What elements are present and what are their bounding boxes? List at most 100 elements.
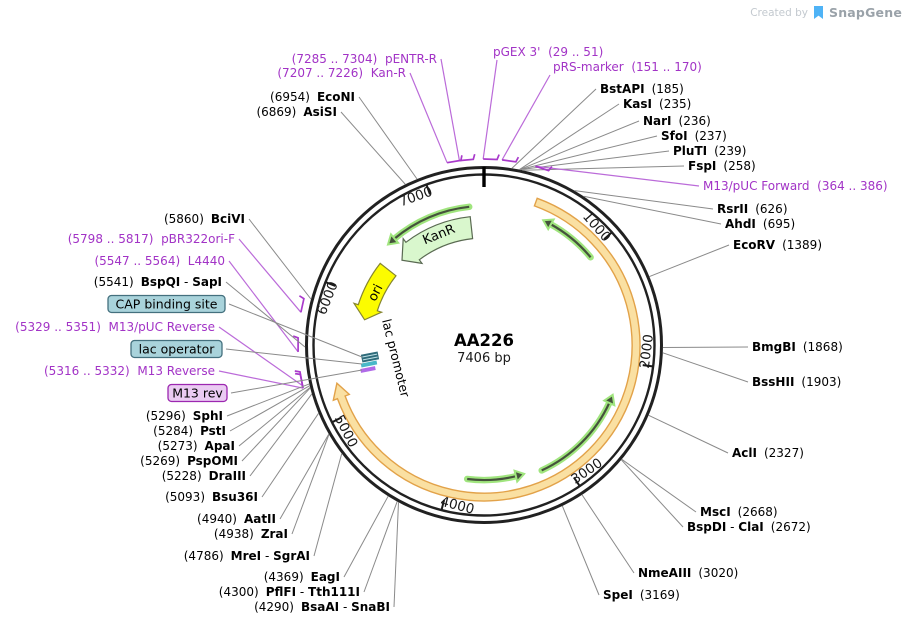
label-aatii[interactable]: (4940)AatII — [197, 512, 276, 526]
primer-site-mark-prs-marker — [501, 156, 520, 163]
label-bspqi-sapi[interactable]: (5541)BspQI - SapI — [94, 275, 222, 289]
leader-line-zrai — [291, 434, 330, 535]
mini-bar — [360, 360, 378, 368]
tick-mark — [603, 231, 613, 240]
mini-feature-box[interactable] — [360, 360, 378, 368]
primer-site-mark-l4440 — [292, 335, 299, 352]
ori-feature[interactable] — [352, 262, 397, 321]
mini-stripe — [362, 356, 378, 361]
green-arrow-2[interactable] — [467, 475, 517, 482]
watermark-brand: SnapGene — [829, 5, 902, 20]
green-arrow-3[interactable] — [393, 205, 470, 240]
tick-label-2000: 2000 — [637, 333, 657, 369]
label-msci[interactable]: MscI(2668) — [700, 505, 778, 519]
label-pluti[interactable]: PluTI(239) — [673, 144, 746, 158]
label-pgex-3[interactable]: pGEX 3' (29 .. 51) — [493, 45, 603, 59]
mini-feature-box[interactable] — [360, 351, 380, 363]
leader-line-aatii — [279, 433, 330, 520]
label-prs-marker[interactable]: pRS-marker (151 .. 170) — [553, 60, 702, 74]
label-pbr322ori-f[interactable]: (5798 .. 5817) pBR322ori-F — [68, 232, 235, 246]
leader-line-lac-operator — [225, 348, 363, 365]
ori-label: ori — [365, 282, 386, 304]
feature-box-label-lac-operator: lac operator — [139, 342, 216, 357]
label-pflfi-tth111i[interactable]: (4300)PflFI - Tth111I — [219, 585, 360, 599]
label-econi[interactable]: (6954)EcoNI — [270, 90, 355, 104]
leader-line-pluti — [519, 150, 670, 171]
label-psti[interactable]: (5284)PstI — [153, 424, 226, 438]
label-fspi[interactable]: FspI(258) — [688, 159, 756, 173]
leader-line-m13-puc-forward — [535, 165, 700, 187]
label-nari[interactable]: NarI(236) — [643, 114, 711, 128]
watermark: Created by SnapGene — [750, 5, 902, 20]
label-rsrii[interactable]: RsrII(626) — [717, 202, 788, 216]
label-bsu36i[interactable]: (5093)Bsu36I — [165, 490, 258, 504]
label-zrai[interactable]: (4938)ZraI — [214, 527, 288, 541]
label-pentr-r[interactable]: (7285 .. 7304) pENTR-R — [292, 52, 437, 66]
green-arrow-0[interactable] — [549, 223, 592, 258]
leader-lines-layer — [218, 58, 749, 608]
green-arrow-1[interactable] — [541, 401, 611, 472]
leader-line-m13-reverse — [218, 370, 304, 389]
leader-line-psti — [229, 385, 310, 432]
mini-feature-box[interactable] — [360, 366, 376, 373]
label-bmgbi[interactable]: BmgBI(1868) — [752, 340, 843, 354]
leader-line-bstapi — [511, 88, 597, 169]
label-ecorv[interactable]: EcoRV(1389) — [733, 238, 822, 252]
label-bcivi[interactable]: (5860)BciVI — [164, 212, 245, 226]
leader-line-pflfi-tth111i — [363, 501, 398, 593]
tick-mark — [440, 499, 446, 510]
label-pspomi[interactable]: (5269)PspOMI — [140, 454, 238, 468]
green-arrowhead-icon — [513, 469, 526, 484]
label-bspdi-clai[interactable]: BspDI - ClaI(2672) — [687, 520, 811, 534]
feature-box-cap-binding-site[interactable] — [107, 294, 226, 314]
kanr-feature[interactable] — [401, 216, 474, 265]
label-draiii[interactable]: (5228)DraIII — [162, 469, 246, 483]
leader-line-nari — [519, 120, 640, 171]
snapgene-logo-icon — [814, 5, 823, 19]
label-sphi[interactable]: (5296)SphI — [146, 409, 223, 423]
label-nmeaiii[interactable]: NmeAIII(3020) — [638, 566, 738, 580]
leader-line-pentr-r — [440, 58, 461, 161]
label-asisi[interactable]: (6869)AsiSI — [256, 105, 337, 119]
leader-line-bsaai-snabi — [393, 502, 399, 608]
watermark-created-by: Created by — [750, 6, 808, 19]
label-m13-reverse[interactable]: (5316 .. 5332) M13 Reverse — [44, 364, 215, 378]
leader-line-bmgbi — [662, 346, 749, 349]
tick-mark — [332, 416, 342, 423]
leader-line-sphi — [226, 383, 310, 417]
leader-line-bspdi-clai — [620, 459, 684, 528]
tick-mark — [325, 281, 336, 287]
label-mrei-sgrai[interactable]: (4786)MreI - SgrAI — [184, 549, 310, 563]
feature-box-lac-operator[interactable] — [130, 339, 223, 359]
leader-line-mrei-sgrai — [313, 453, 343, 557]
label-kasi[interactable]: KasI(235) — [623, 97, 691, 111]
label-acli[interactable]: AclI(2327) — [732, 446, 804, 460]
leader-line-econi — [358, 96, 418, 180]
orf-arc-feature[interactable] — [332, 197, 641, 502]
label-sfoi[interactable]: SfoI(237) — [661, 129, 727, 143]
tick-mark — [425, 184, 431, 195]
label-apai[interactable]: (5273)ApaI — [158, 439, 235, 453]
label-bsaai-snabi[interactable]: (4290)BsaAI - SnaBI — [254, 600, 390, 614]
primer-site-mark-m13-puc-forward — [535, 165, 553, 172]
leader-line-l4440 — [228, 260, 299, 353]
plasmid-size: 7406 bp — [457, 351, 511, 366]
label-ahdi[interactable]: AhdI(695) — [725, 217, 795, 231]
label-bstapi[interactable]: BstAPI(185) — [600, 82, 684, 96]
label-kan-r[interactable]: (7207 .. 7226) Kan-R — [277, 66, 406, 80]
label-m13-puc-reverse[interactable]: (5329 .. 5351) M13/pUC Reverse — [15, 320, 215, 334]
label-m13-puc-forward[interactable]: M13/pUC Forward (364 .. 386) — [703, 179, 888, 193]
leader-line-apai — [238, 386, 311, 447]
label-eagi[interactable]: (4369)EagI — [264, 570, 340, 584]
green-arrowhead-icon — [541, 218, 556, 232]
label-spei[interactable]: SpeI(3169) — [603, 588, 680, 602]
leader-line-spei — [561, 505, 600, 596]
leader-line-eagi — [343, 495, 389, 578]
label-l4440[interactable]: (5547 .. 5564) L4440 — [94, 254, 225, 268]
leader-line-asisi — [340, 111, 406, 185]
feature-box-m13-rev[interactable] — [167, 383, 228, 403]
label-bsshii[interactable]: BssHII(1903) — [752, 375, 841, 389]
primer-site-mark-pbr322ori-f — [298, 295, 305, 313]
